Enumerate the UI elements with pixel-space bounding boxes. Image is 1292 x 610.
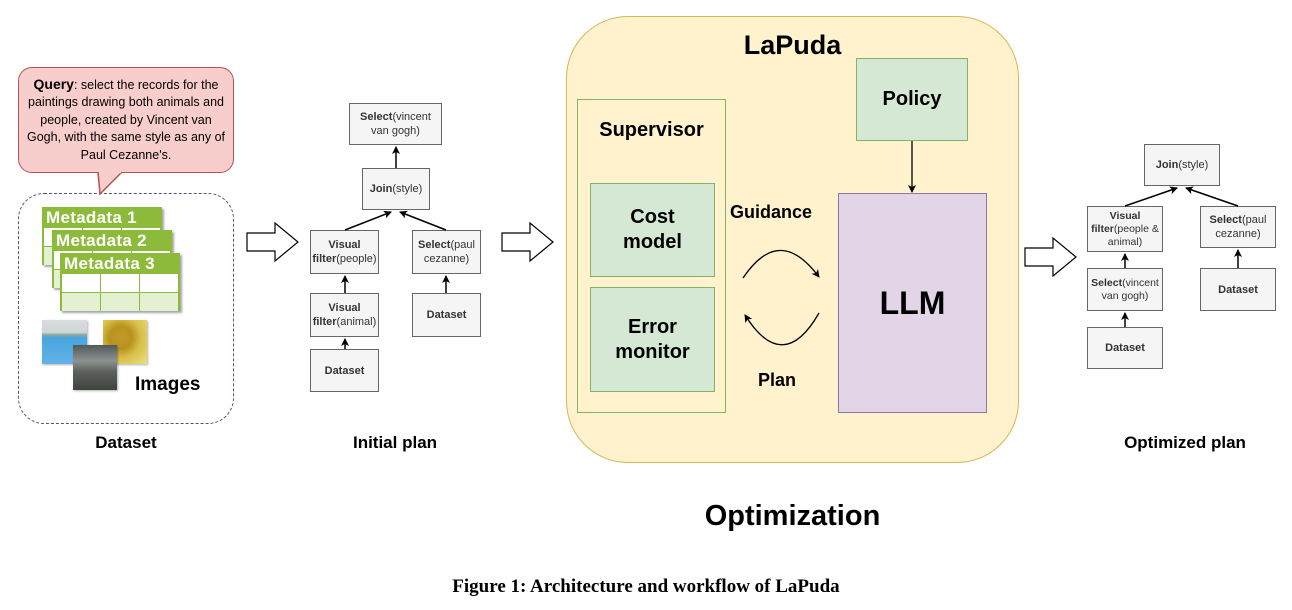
- initial-join-node: Join(style): [362, 168, 430, 210]
- cost-model-box: Cost model: [590, 183, 715, 277]
- initial-plan-caption: Initial plan: [352, 433, 438, 452]
- dataset-container: [18, 193, 234, 424]
- initial-dataset-right-node: Dataset: [412, 293, 481, 337]
- flow-arrow-icon: [246, 221, 299, 263]
- optimized-join-node: Join(style): [1144, 144, 1220, 186]
- optimized-select-vincent-node: Select(vincent van gogh): [1087, 268, 1163, 311]
- guidance-label: Guidance: [730, 202, 813, 222]
- flow-arrow-icon: [1024, 236, 1077, 278]
- callout-tail: [97, 171, 123, 196]
- flow-arrow-icon: [501, 221, 554, 263]
- optimization-label: Optimization: [704, 500, 881, 532]
- figure-caption: Figure 1: Architecture and workflow of L…: [452, 576, 840, 597]
- initial-select-cezanne-node: Select(paul cezanne): [412, 230, 481, 274]
- optimized-dataset-right-node: Dataset: [1200, 268, 1276, 311]
- edge: [344, 210, 392, 231]
- edge: [1124, 186, 1178, 207]
- optimized-select-cezanne-node: Select(paul cezanne): [1200, 206, 1276, 248]
- initial-select-vincent-node: Select(vincent van gogh): [349, 103, 442, 145]
- query-text: : select the records for the paintings d…: [26, 77, 226, 162]
- edge: [1185, 186, 1239, 207]
- supervisor-box: [577, 99, 726, 413]
- surreal-painting-image: [73, 345, 117, 390]
- edge: [399, 210, 447, 231]
- query-callout: Query: select the records for the painti…: [18, 67, 234, 173]
- metadata-table-3: Metadata 3: [60, 253, 180, 311]
- metadata-title: Metadata 1: [44, 209, 160, 227]
- metadata-title: Metadata 2: [54, 232, 170, 250]
- supervisor-label: Supervisor: [599, 119, 704, 141]
- dataset-caption: Dataset: [95, 433, 157, 452]
- error-monitor-box: Error monitor: [590, 287, 715, 392]
- images-label: Images: [135, 374, 201, 395]
- policy-box: Policy: [856, 58, 968, 141]
- optimized-dataset-left-node: Dataset: [1087, 327, 1163, 369]
- initial-dataset-left-node: Dataset: [310, 349, 379, 392]
- optimized-visual-filter-node: Visual filter(people & animal): [1087, 206, 1163, 252]
- optimized-plan-caption: Optimized plan: [1124, 433, 1246, 452]
- initial-visual-filter-animal-node: Visual filter(animal): [310, 293, 379, 337]
- initial-visual-filter-people-node: Visual filter(people): [310, 230, 379, 274]
- llm-box: LLM: [838, 193, 987, 413]
- plan-label: Plan: [758, 370, 797, 390]
- lapuda-title: LaPuda: [743, 30, 842, 60]
- metadata-title: Metadata 3: [62, 255, 178, 273]
- plan-arrow-icon: [744, 312, 820, 346]
- query-label: Query: [33, 75, 74, 92]
- guidance-arrow-icon: [742, 249, 820, 279]
